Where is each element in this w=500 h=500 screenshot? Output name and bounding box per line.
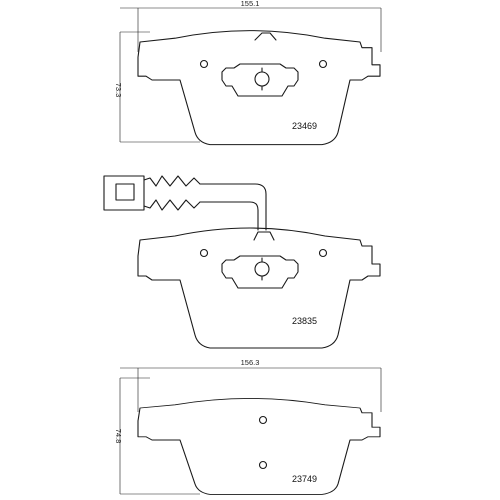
width-label: 155.1: [241, 0, 260, 8]
pad-3-top-hole: [258, 415, 268, 425]
pad-1-part-number: 23469: [292, 121, 317, 131]
pad-1-center-hole: [254, 71, 270, 87]
pad-2-center-hole: [254, 261, 270, 277]
sensor-strain-relief-bottom: [143, 199, 201, 211]
pad-1-outline: [137, 30, 381, 146]
pad-3: 156.3 74.8 23749: [114, 358, 382, 495]
sensor-connector: [103, 175, 145, 211]
sensor-connector-inner: [115, 183, 135, 201]
pad-1: 155.1 73.3 23469: [114, 0, 382, 146]
pad-3-outline: [137, 397, 381, 495]
sensor-cable-bottom: [199, 201, 259, 231]
width-label: 156.3: [241, 358, 260, 367]
pad-3-part-number: 23749: [292, 474, 317, 484]
pad-2-part-number: 23835: [292, 316, 317, 326]
pad-1-center-plate: [221, 63, 299, 97]
pad-2-top-tab: [253, 231, 275, 241]
pad-2-right-hole: [318, 248, 328, 258]
pad-3-bottom-hole: [258, 460, 268, 470]
wear-sensor: [103, 175, 267, 231]
pad-1-left-hole: [199, 59, 209, 69]
sensor-strain-relief-top: [143, 175, 201, 187]
height-label: 74.8: [114, 429, 123, 444]
pad-1-top-tab: [254, 32, 277, 41]
pad-2-center-plate: [221, 255, 299, 289]
pad-2: 23835: [103, 175, 381, 349]
sensor-cable-top: [199, 183, 267, 231]
height-label: 73.3: [114, 83, 123, 98]
pad-2-left-hole: [199, 248, 209, 258]
pad-1-right-hole: [318, 59, 328, 69]
